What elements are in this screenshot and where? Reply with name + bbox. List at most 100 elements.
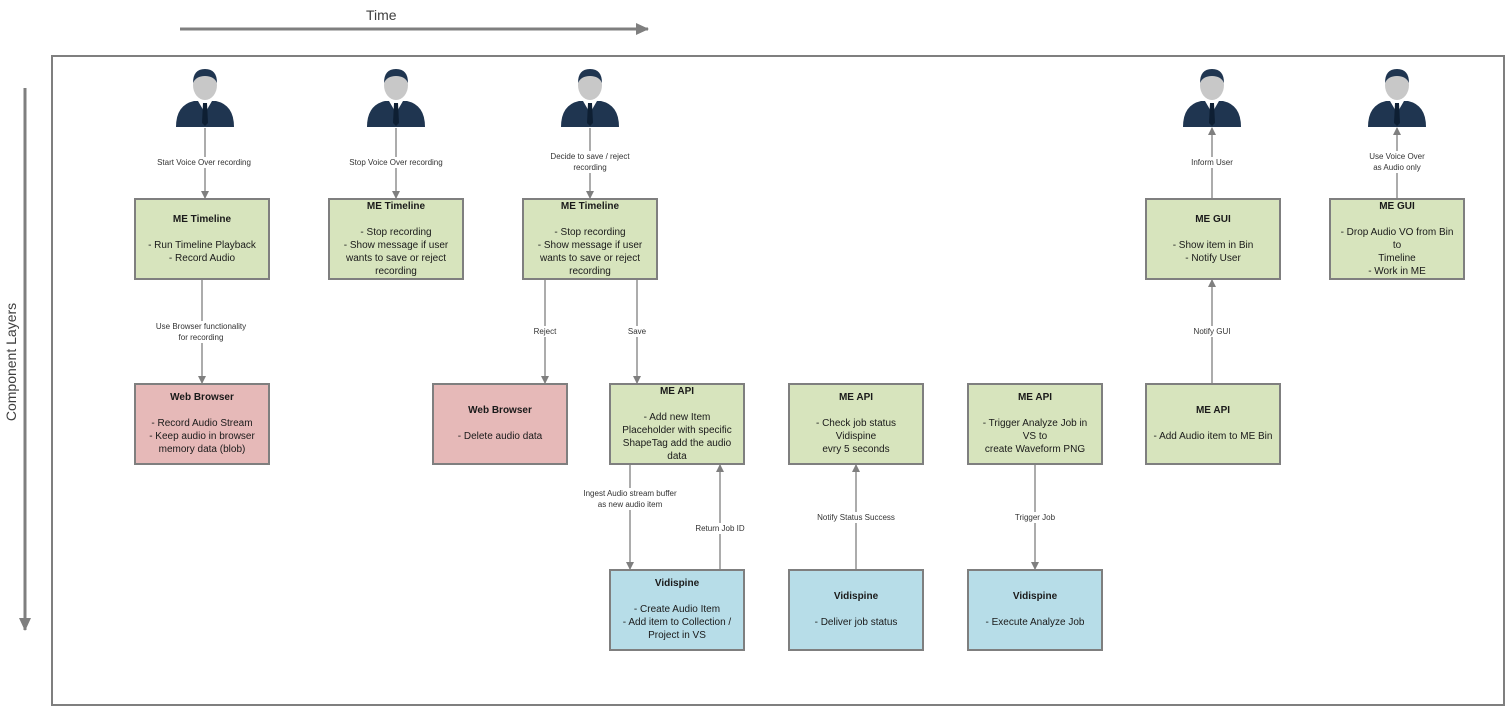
- box-web-browser-record: Web Browser - Record Audio Stream - Keep a…: [134, 383, 270, 465]
- box-me-api-trigger: ME API - Trigger Analyze Job in VS to crea…: [967, 383, 1103, 465]
- connector-label-line: Notify GUI: [1193, 327, 1231, 336]
- connector-label-line: Return Job ID: [695, 524, 745, 533]
- box-text-line: Placeholder with specific: [622, 424, 732, 436]
- user-icon: [561, 69, 619, 127]
- box-text-line: - Drop Audio VO from Bin to: [1340, 226, 1454, 251]
- box-text-line: - Add Audio item to ME Bin: [1153, 431, 1273, 442]
- box-title: Vidispine: [833, 591, 879, 602]
- user-icon: [176, 69, 234, 127]
- box-web-browser-delete: Web Browser - Delete audio data: [432, 383, 568, 465]
- box-text-line: - Deliver job status: [814, 617, 898, 628]
- box-text-line: - Delete audio data: [457, 431, 543, 442]
- connector-label-line: for recording: [178, 333, 224, 342]
- connector-label-trigger-job: Trigger Job: [1014, 512, 1056, 523]
- connector-label-line: Trigger Job: [1014, 513, 1056, 522]
- box-text-line: - Record Audio Stream: [151, 418, 253, 429]
- connector-label-line: as new audio item: [597, 500, 663, 509]
- box-text-line: recording: [375, 265, 417, 277]
- connector-label-line: recording: [573, 163, 607, 172]
- box-text-line: create Waveform PNG: [984, 444, 1086, 455]
- box-me-timeline-decide: ME Timeline - Stop recording- Show messag…: [522, 198, 658, 280]
- box-me-timeline-start: ME Timeline - Run Timeline Playback- Reco…: [134, 198, 270, 280]
- box-text-line: - Check job status Vidispine: [815, 418, 897, 442]
- connector-label-line: Use Voice Over: [1369, 152, 1425, 161]
- connector-label-line: Decide to save / reject: [550, 152, 630, 161]
- connector-label-inform-user: Inform User: [1191, 157, 1233, 168]
- box-text-line: - Add new Item: [643, 411, 711, 423]
- box-title: Vidispine: [654, 578, 700, 589]
- box-me-api-check: ME API - Check job status Vidispine evry 5…: [788, 383, 924, 465]
- connector-label-line: Start Voice Over recording: [157, 158, 251, 167]
- connector-label-ingest: Ingest Audio stream buffer as new audio i…: [583, 488, 677, 510]
- user-icon: [367, 69, 425, 127]
- box-title: ME API: [838, 392, 874, 403]
- connector-label-notify-gui: Notify GUI: [1193, 326, 1231, 337]
- box-text-line: - Show message if user: [343, 239, 449, 251]
- box-me-api-bin: ME API - Add Audio item to ME Bin: [1145, 383, 1281, 465]
- box-text-line: - Keep audio in browser: [149, 431, 255, 442]
- connector-label-line: Stop Voice Over recording: [349, 158, 443, 167]
- box-title: ME Timeline: [172, 213, 232, 225]
- box-text-line: - Record Audio: [168, 252, 236, 264]
- box-title: Web Browser: [170, 392, 234, 403]
- box-text-line: - Create Audio Item: [633, 604, 721, 615]
- box-text-line: wants to save or reject: [539, 252, 641, 264]
- box-vidispine-create: Vidispine - Create Audio Item - Add item t…: [609, 569, 745, 651]
- box-title: ME API: [1017, 392, 1053, 403]
- connector-label-return-job: Return Job ID: [695, 523, 745, 534]
- box-text-line: - Work in ME: [1368, 265, 1426, 277]
- box-text-line: - Trigger Analyze Job in VS to: [982, 418, 1088, 442]
- connector-label-notify-status: Notify Status Success: [817, 512, 895, 523]
- connector-label-line: as Audio only: [1373, 163, 1421, 172]
- box-text-line: - Stop recording: [554, 226, 626, 238]
- connector-label-save: Save: [627, 326, 647, 337]
- user-icon: [1183, 69, 1241, 127]
- time-axis-label: Time: [366, 7, 397, 23]
- box-text-line: - Show message if user: [537, 239, 643, 251]
- box-text-line: recording: [569, 265, 611, 277]
- connector-label-line: Use Browser functionality: [155, 322, 247, 331]
- connector-label-line: Inform User: [1191, 158, 1233, 167]
- box-title: ME API: [1195, 405, 1231, 416]
- box-me-timeline-stop: ME Timeline - Stop recording- Show messag…: [328, 198, 464, 280]
- box-title: ME GUI: [1195, 213, 1231, 225]
- connector-label-line: Save: [627, 327, 647, 336]
- box-text-line: - Stop recording: [360, 226, 432, 238]
- layers-axis-label: Component Layers: [3, 302, 19, 422]
- connector-label-start-vo: Start Voice Over recording: [157, 157, 251, 168]
- box-text-line: Project in VS: [648, 630, 706, 641]
- box-title: ME Timeline: [366, 200, 426, 212]
- box-title: Vidispine: [1012, 591, 1058, 602]
- connector-label-line: Notify Status Success: [817, 513, 895, 522]
- box-text-line: - Execute Analyze Job: [985, 617, 1085, 628]
- connector-label-line: Reject: [533, 327, 557, 336]
- box-text-line: - Notify User: [1185, 252, 1241, 264]
- box-text-line: - Run Timeline Playback: [148, 239, 256, 251]
- box-text-line: evry 5 seconds: [822, 444, 890, 455]
- box-text-line: Timeline: [1378, 252, 1416, 264]
- component-frame: [51, 55, 1505, 706]
- box-vidispine-deliver: Vidispine - Deliver job status: [788, 569, 924, 651]
- connector-label-reject: Reject: [533, 326, 557, 337]
- connector-label-decide: Decide to save / reject recording: [550, 151, 630, 173]
- box-text-line: ShapeTag add the audio: [622, 437, 732, 449]
- box-title: ME GUI: [1379, 200, 1415, 212]
- box-me-gui-inform: ME GUI - Show item in Bin- Notify User: [1145, 198, 1281, 280]
- user-icon: [1368, 69, 1426, 127]
- box-text-line: - Add item to Collection /: [622, 617, 732, 628]
- connector-label-use-browser: Use Browser functionality for recording: [155, 321, 247, 343]
- box-title: ME API: [659, 385, 695, 397]
- connector-label-line: Ingest Audio stream buffer: [583, 489, 677, 498]
- connector-label-use-vo: Use Voice Over as Audio only: [1369, 151, 1425, 173]
- box-title: ME Timeline: [560, 200, 620, 212]
- box-text-line: wants to save or reject: [345, 252, 447, 264]
- box-text-line: memory data (blob): [158, 444, 246, 455]
- box-text-line: data: [667, 450, 687, 462]
- connector-label-stop-vo: Stop Voice Over recording: [349, 157, 443, 168]
- box-vidispine-execute: Vidispine - Execute Analyze Job: [967, 569, 1103, 651]
- box-title: Web Browser: [468, 405, 532, 416]
- box-text-line: - Show item in Bin: [1172, 239, 1254, 251]
